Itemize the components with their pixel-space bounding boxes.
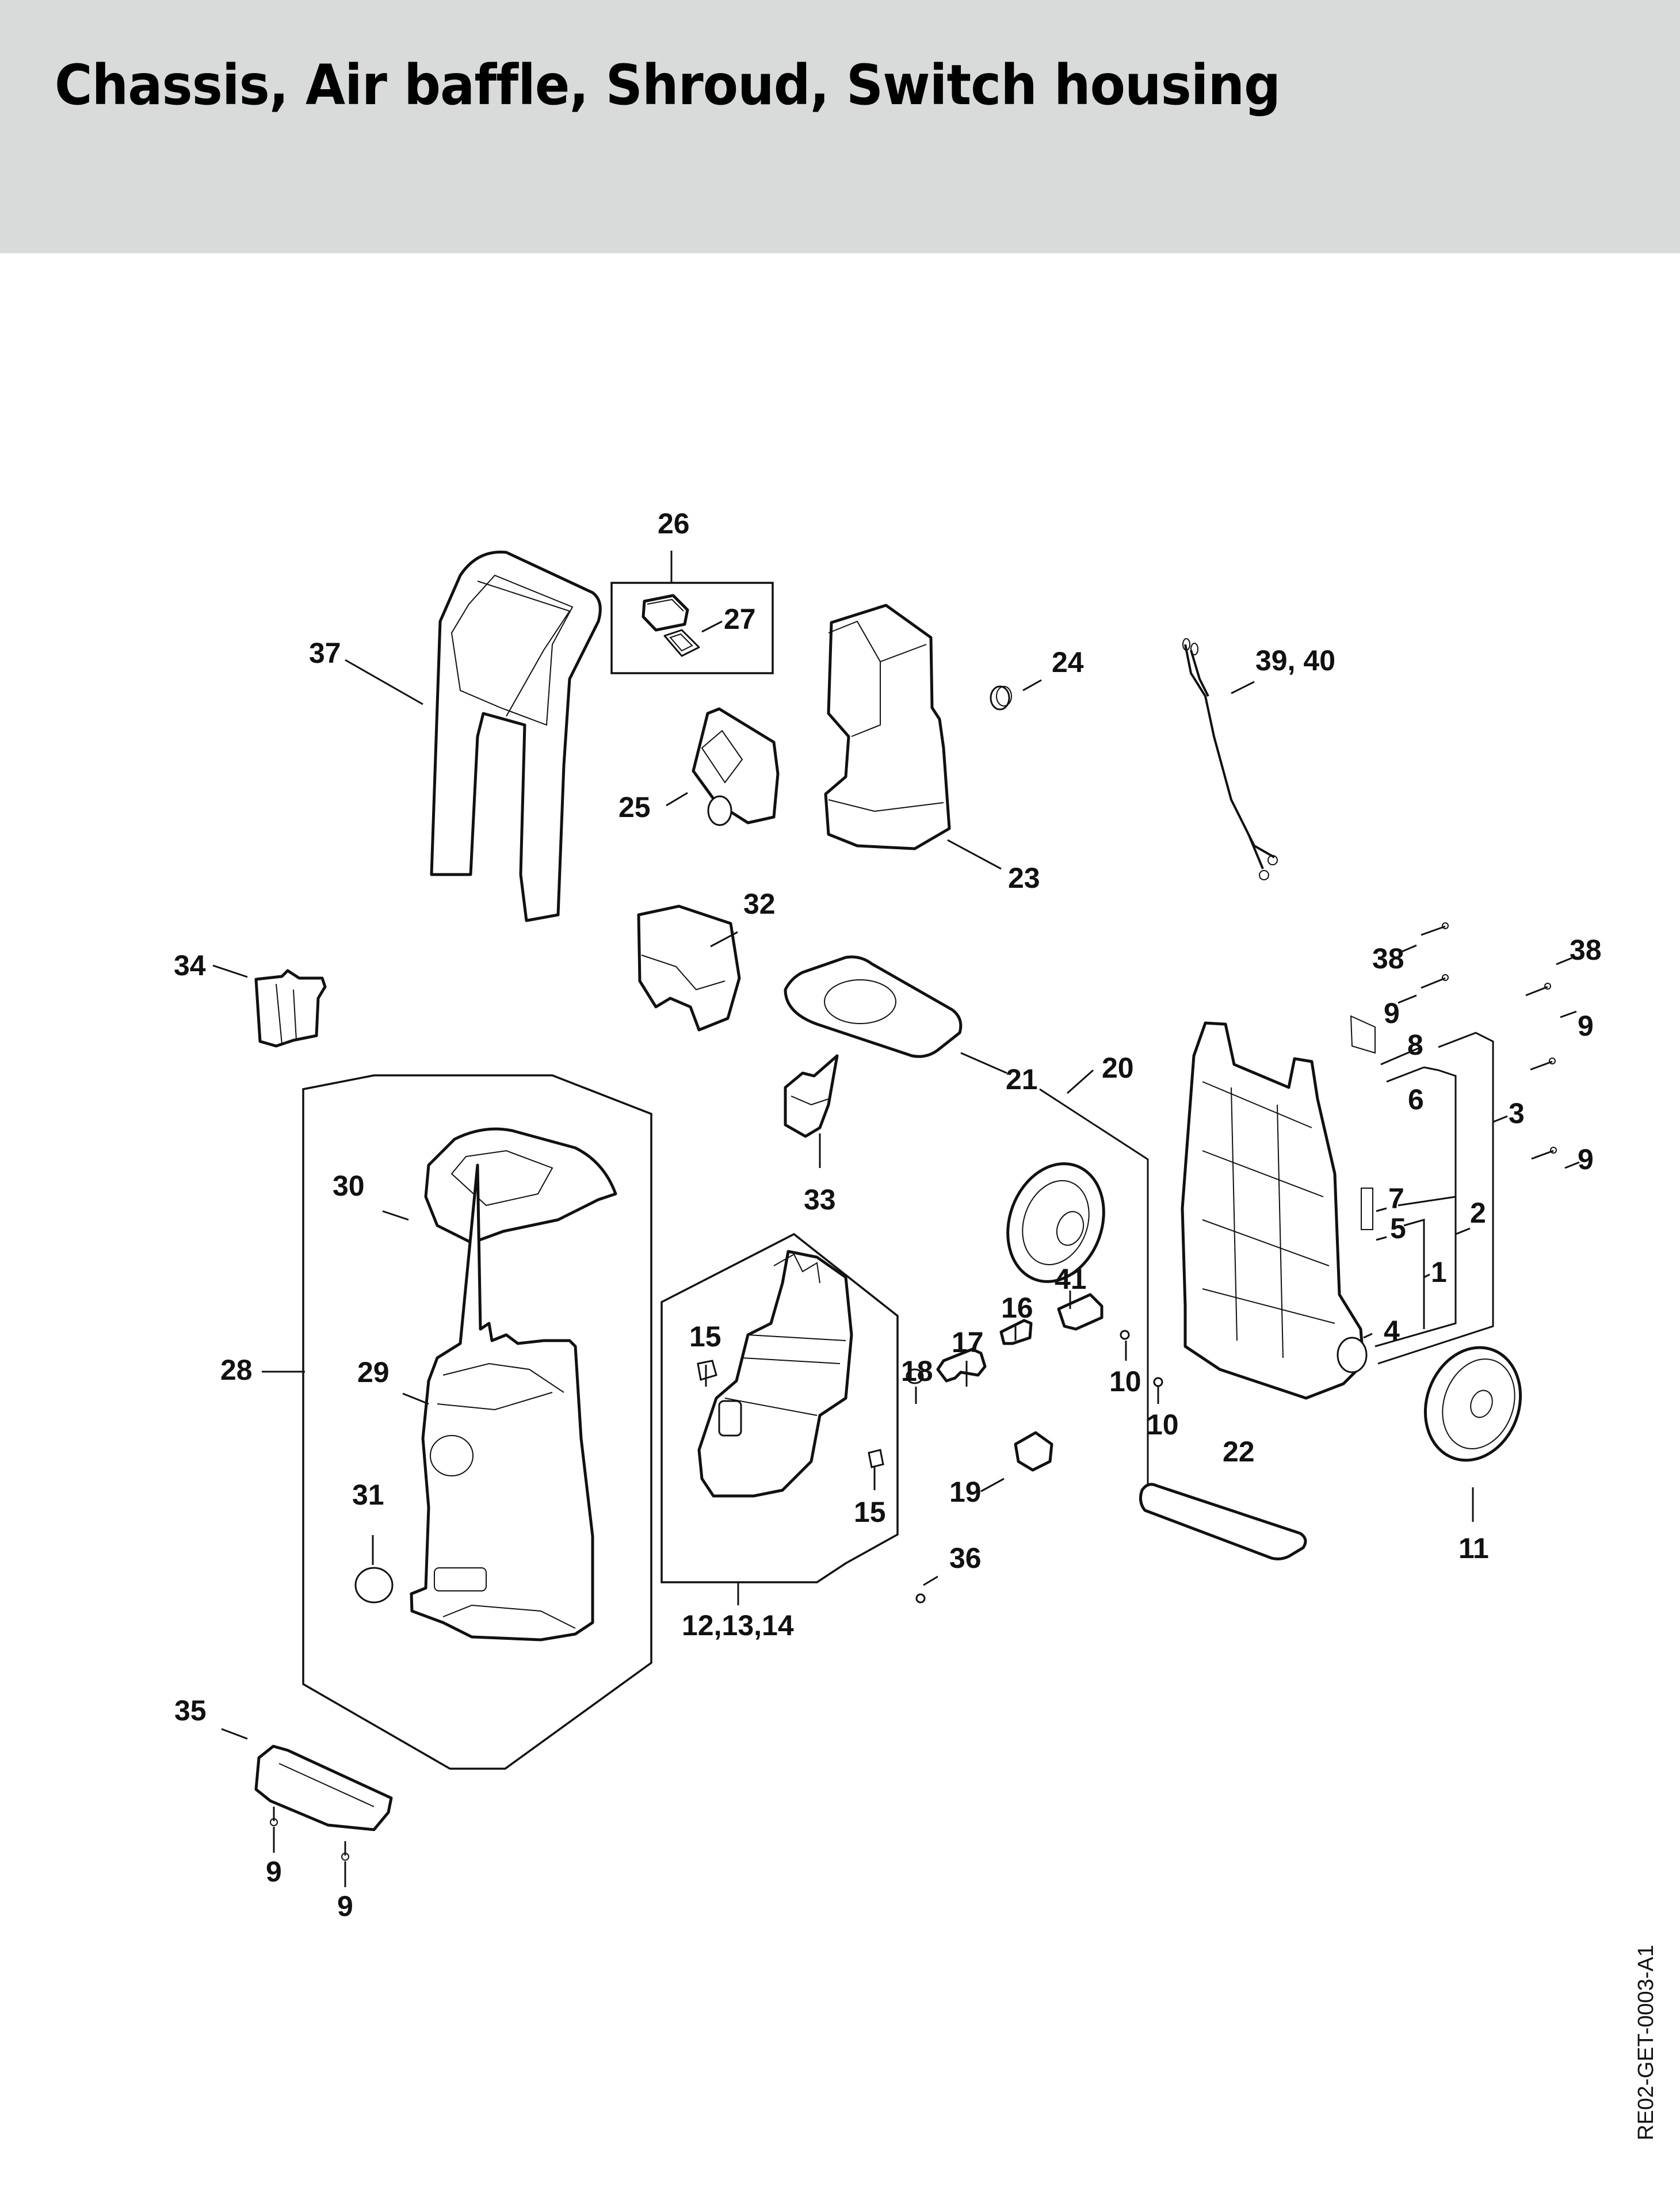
callout-22: 22	[1223, 1436, 1255, 1468]
callout-32: 32	[743, 888, 776, 920]
callout-18: 18	[901, 1355, 933, 1387]
callout-10a: 10	[1109, 1365, 1141, 1398]
callout-8: 8	[1407, 1029, 1423, 1061]
callout-34: 34	[174, 949, 206, 982]
wheel-inner-part	[1006, 1162, 1105, 1283]
callout-27: 27	[724, 603, 756, 635]
callout-15a: 15	[689, 1320, 721, 1353]
leader-lines	[212, 551, 1580, 1887]
callout-16: 16	[1001, 1292, 1033, 1324]
page-header: Chassis, Air baffle, Shroud, Switch hous…	[0, 0, 1680, 253]
callout-37: 37	[309, 637, 341, 669]
callout-15b: 15	[854, 1496, 886, 1528]
baffle-insert-part	[784, 1054, 839, 1138]
callout-6: 6	[1408, 1083, 1424, 1116]
callout-36: 36	[949, 1542, 982, 1574]
callout-labels: 26 27 37 24 39, 40 25 23 32 34 38 38 9 9…	[174, 507, 1602, 1922]
clip-part	[254, 969, 327, 1048]
callout-38a: 38	[1372, 942, 1404, 975]
callout-4: 4	[1384, 1315, 1400, 1347]
callout-10b: 10	[1147, 1408, 1179, 1441]
air-baffle-seal-part	[784, 955, 963, 1058]
screws	[270, 922, 1557, 1861]
callout-33: 33	[804, 1184, 836, 1216]
handle-part	[430, 551, 602, 922]
label-sticker-part	[1350, 1015, 1376, 1230]
switch-group	[610, 582, 774, 674]
callout-29: 29	[357, 1356, 390, 1388]
callout-11: 11	[1458, 1532, 1489, 1564]
callout-21: 21	[1006, 1063, 1038, 1096]
callout-2: 2	[1470, 1197, 1486, 1229]
callout-24: 24	[1052, 646, 1084, 678]
chassis-part	[1181, 1021, 1368, 1400]
callout-20: 20	[1102, 1052, 1134, 1084]
callout-35: 35	[174, 1694, 207, 1727]
callout-9-chassis-top: 9	[1384, 997, 1400, 1029]
air-baffle-part	[637, 904, 741, 1032]
callout-30: 30	[333, 1170, 365, 1202]
grommet-part	[990, 685, 1012, 711]
callout-38b: 38	[1570, 934, 1602, 966]
document-id: RE02-GET-0003-A1	[1634, 1944, 1658, 2140]
callout-28: 28	[220, 1354, 253, 1386]
switch-housing-part	[824, 604, 951, 850]
callout-9-foot-a: 9	[266, 1856, 282, 1888]
callout-41: 41	[1055, 1263, 1087, 1295]
fittings	[906, 1293, 1163, 1604]
wheel-part	[1423, 1346, 1522, 1462]
callout-17: 17	[952, 1326, 984, 1358]
shroud-group	[302, 1074, 652, 1770]
callout-1: 1	[1431, 1256, 1447, 1288]
callout-23: 23	[1008, 862, 1040, 894]
switch-cover-part	[692, 707, 780, 826]
callout-39-40: 39, 40	[1255, 644, 1335, 677]
callout-9-foot-b: 9	[337, 1890, 353, 1922]
callout-12-13-14: 12,13,14	[682, 1609, 794, 1642]
callout-7: 7	[1388, 1182, 1404, 1215]
foot-pad-part	[1139, 1483, 1307, 1560]
foot-part	[254, 1745, 393, 1831]
callout-26: 26	[658, 507, 690, 540]
callout-25: 25	[618, 791, 651, 823]
page-title: Chassis, Air baffle, Shroud, Switch hous…	[55, 53, 1281, 117]
callout-19: 19	[949, 1476, 982, 1508]
callout-3: 3	[1509, 1097, 1525, 1129]
callout-31: 31	[352, 1479, 384, 1511]
pump-group	[660, 1232, 899, 1583]
callout-9-right-a: 9	[1578, 1010, 1594, 1042]
cable-harness-part	[1182, 638, 1278, 880]
callout-5: 5	[1390, 1212, 1406, 1245]
callout-9-right-b: 9	[1578, 1143, 1594, 1175]
